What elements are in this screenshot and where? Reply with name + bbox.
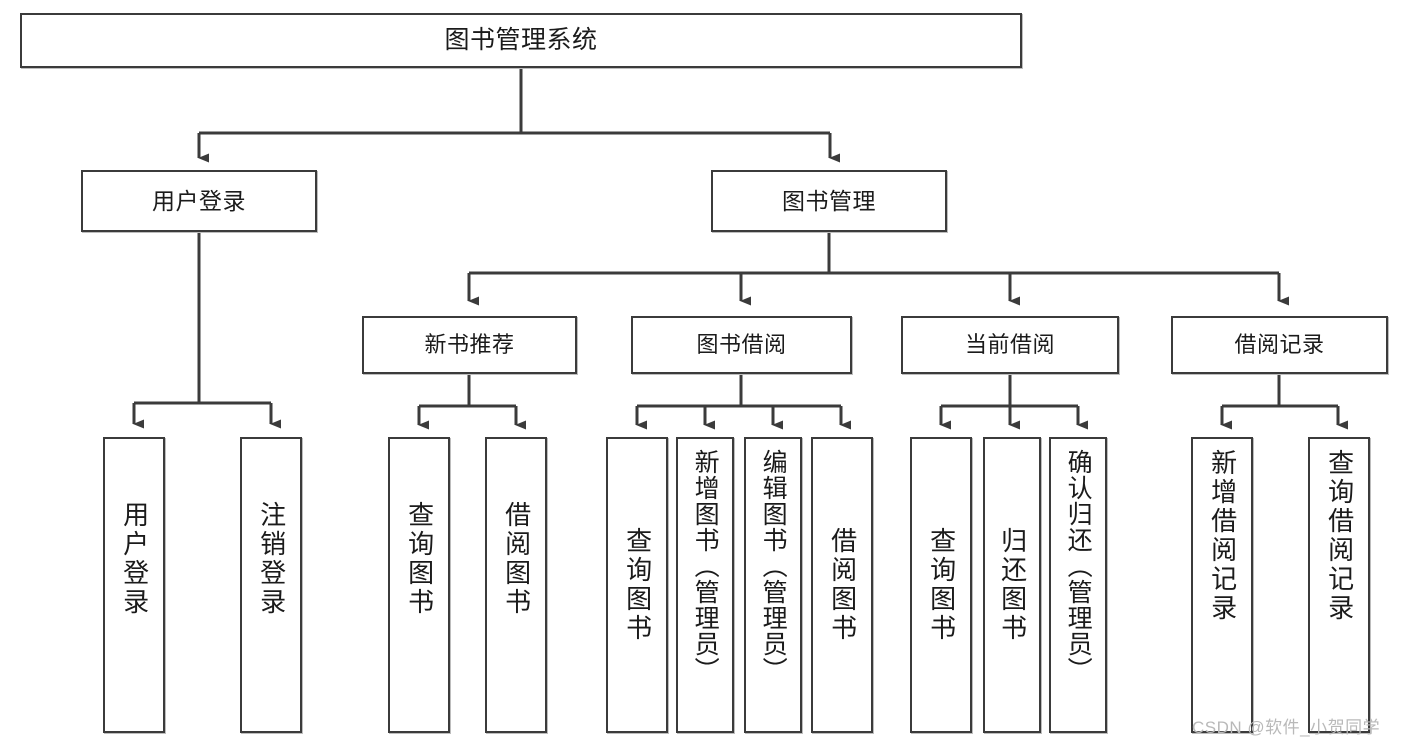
node-borrow-record[interactable]: 借阅记录: [1171, 316, 1388, 374]
node-label: 新增借阅记录: [1207, 449, 1238, 623]
leaf-query-book-current[interactable]: 查询图书: [910, 437, 972, 733]
node-user-login[interactable]: 用户登录: [81, 170, 317, 232]
leaf-query-borrow-record[interactable]: 查询借阅记录: [1308, 437, 1370, 733]
node-label: 图书管理: [782, 187, 876, 214]
watermark: CSDN @软件_小贺同学: [1192, 718, 1381, 737]
node-label: 新增图书（管理员）: [691, 449, 720, 683]
leaf-add-borrow-record[interactable]: 新增借阅记录: [1191, 437, 1253, 733]
node-label: 图书借阅: [696, 331, 787, 357]
leaf-add-book-admin[interactable]: 新增图书（管理员）: [676, 437, 734, 733]
node-label: 借阅图书: [827, 527, 858, 643]
node-label: 查询借阅记录: [1324, 449, 1355, 623]
leaf-return-book[interactable]: 归还图书: [983, 437, 1041, 733]
node-label: 图书管理系统: [444, 26, 598, 55]
node-current-borrow[interactable]: 当前借阅: [901, 316, 1119, 374]
node-label: 用户登录: [152, 187, 246, 214]
node-root-system[interactable]: 图书管理系统: [20, 13, 1022, 68]
leaf-query-book-borrow[interactable]: 查询图书: [606, 437, 668, 733]
node-label: 借阅记录: [1234, 331, 1325, 357]
leaf-logout[interactable]: 注销登录: [240, 437, 302, 733]
node-label: 查询图书: [622, 527, 653, 643]
leaf-edit-book-admin[interactable]: 编辑图书（管理员）: [744, 437, 802, 733]
leaf-confirm-return-admin[interactable]: 确认归还（管理员）: [1049, 437, 1107, 733]
node-label: 归还图书: [997, 527, 1028, 643]
node-label: 当前借阅: [964, 331, 1055, 357]
leaf-user-login[interactable]: 用户登录: [103, 437, 165, 733]
node-label: 查询图书: [404, 501, 435, 617]
node-label: 借阅图书: [501, 501, 532, 617]
node-label: 查询图书: [926, 527, 957, 643]
node-book-borrow[interactable]: 图书借阅: [631, 316, 852, 374]
node-book-management[interactable]: 图书管理: [711, 170, 947, 232]
leaf-query-book-recommend[interactable]: 查询图书: [388, 437, 450, 733]
node-new-book-recommend[interactable]: 新书推荐: [362, 316, 577, 374]
leaf-borrow-book[interactable]: 借阅图书: [811, 437, 873, 733]
node-label: 注销登录: [256, 501, 287, 617]
node-label: 新书推荐: [424, 331, 515, 357]
leaf-borrow-book-recommend[interactable]: 借阅图书: [485, 437, 547, 733]
node-label: 编辑图书（管理员）: [759, 449, 788, 683]
node-label: 用户登录: [119, 501, 150, 617]
node-label: 确认归还（管理员）: [1064, 449, 1093, 683]
